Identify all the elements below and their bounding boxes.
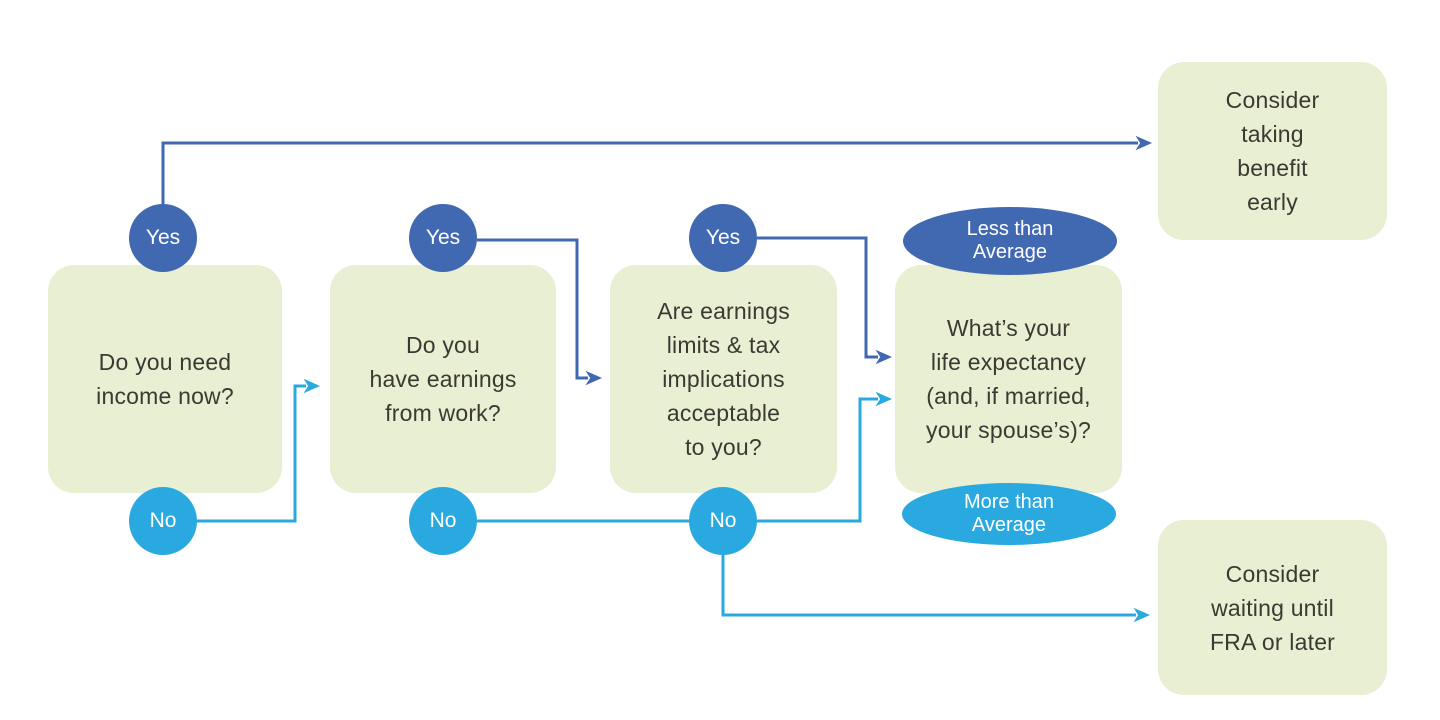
question-box-earnings-limits-tax: Are earnings limits & tax implications a… bbox=[610, 265, 837, 493]
question-text-line: life expectancy bbox=[930, 349, 1087, 375]
no-badge-label: No bbox=[429, 509, 457, 532]
question-text-line: Are earnings bbox=[657, 298, 790, 324]
no-badge-q2: No bbox=[409, 487, 477, 555]
outcome-text-line: early bbox=[1247, 189, 1298, 215]
question-text-line: What’s your bbox=[946, 315, 1071, 341]
more-than-average-badge: More than Average bbox=[902, 483, 1116, 545]
less-than-average-line: Less than bbox=[966, 218, 1054, 240]
question-text-line: limits & tax bbox=[666, 332, 781, 358]
no-badge-label: No bbox=[149, 509, 177, 532]
question-text-line: (and, if married, bbox=[926, 383, 1091, 409]
no-badge-q3: No bbox=[689, 487, 757, 555]
question-text-line: your spouse’s)? bbox=[926, 417, 1091, 443]
question-text-line: Do you need bbox=[98, 349, 232, 375]
question-box-life-expectancy: What’s your life expectancy (and, if mar… bbox=[895, 265, 1122, 493]
question-text-line: to you? bbox=[685, 434, 762, 460]
outcome-box-take-benefit-early: Consider taking benefit early bbox=[1158, 62, 1387, 240]
question-text-line: have earnings bbox=[369, 366, 517, 392]
question-box-income-now: Do you need income now? bbox=[48, 265, 282, 493]
yes-badge-q3: Yes bbox=[689, 204, 757, 272]
outcome-text-line: Consider bbox=[1225, 560, 1320, 587]
yes-badge-label: Yes bbox=[705, 226, 741, 249]
outcome-text-line: benefit bbox=[1237, 155, 1308, 181]
question-text-line: income now? bbox=[96, 383, 234, 409]
outcome-text-line: taking bbox=[1241, 121, 1304, 147]
connector-yes3-to-q4 bbox=[757, 236, 893, 365]
question-text-line: from work? bbox=[385, 400, 501, 426]
no-badge-q1: No bbox=[129, 487, 197, 555]
yes-badge-label: Yes bbox=[145, 226, 181, 249]
more-than-average-line: Average bbox=[971, 514, 1047, 536]
less-than-average-line: Average bbox=[972, 241, 1048, 263]
outcome-text-line: FRA or later bbox=[1209, 628, 1336, 655]
question-text-line: Do you bbox=[405, 332, 481, 358]
connector-no3-to-q4 bbox=[757, 391, 893, 523]
outcome-box-wait-until-fra: Consider waiting until FRA or later bbox=[1158, 520, 1387, 695]
question-text-line: acceptable bbox=[666, 400, 781, 426]
more-than-average-line: More than bbox=[963, 491, 1055, 513]
connector-no1-to-q2 bbox=[195, 378, 321, 523]
yes-badge-q1: Yes bbox=[129, 204, 197, 272]
no-badge-label: No bbox=[709, 509, 737, 532]
outcome-text-line: Consider bbox=[1225, 87, 1320, 113]
connector-yes1-to-take-early bbox=[161, 135, 1153, 204]
connector-no3-to-wait-fra bbox=[721, 553, 1151, 623]
question-box-earnings-from-work: Do you have earnings from work? bbox=[330, 265, 556, 493]
outcome-text-line: waiting until bbox=[1211, 594, 1334, 621]
yes-badge-label: Yes bbox=[425, 226, 461, 249]
connector-yes2-to-q3 bbox=[477, 238, 603, 386]
question-text-line: implications bbox=[662, 366, 785, 392]
yes-badge-q2: Yes bbox=[409, 204, 477, 272]
less-than-average-badge: Less than Average bbox=[903, 207, 1117, 275]
